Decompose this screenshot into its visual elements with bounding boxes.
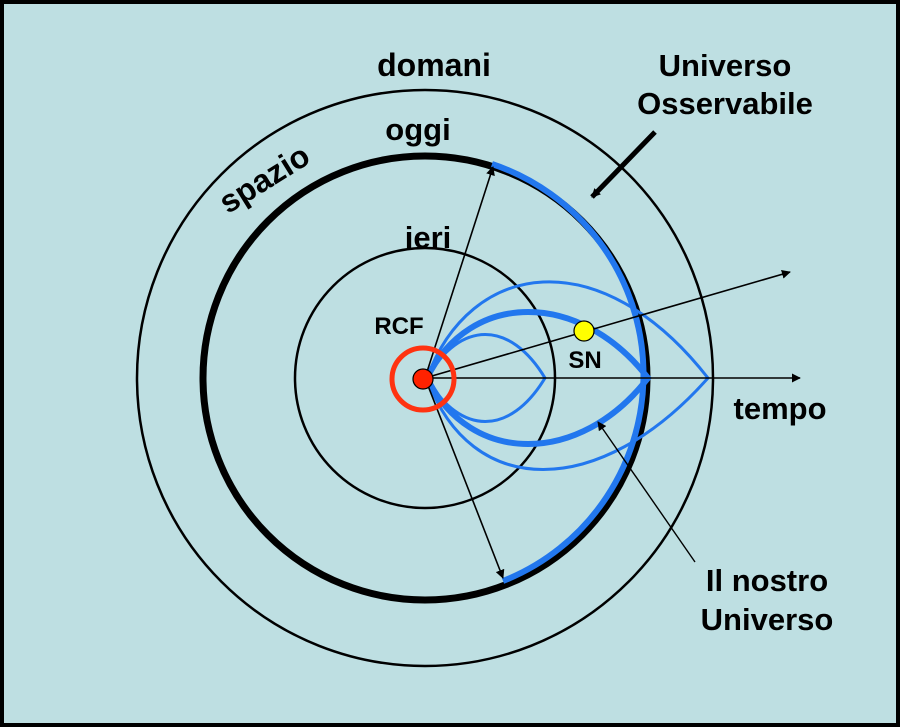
rcf-ring — [389, 345, 457, 413]
arrows — [424, 166, 801, 579]
rcf-dot — [412, 368, 434, 390]
label-our-universe-line2: Universo — [701, 602, 834, 637]
radius-arrow-up — [424, 166, 495, 379]
label-time: tempo — [734, 391, 827, 426]
label-rcf: RCF — [374, 313, 423, 340]
supernova-dot — [573, 320, 595, 342]
diagonal-arrow — [424, 269, 791, 379]
radius-arrow-down — [424, 377, 505, 579]
label-yesterday: ieri — [405, 220, 452, 255]
label-observable-line2: Osservabile — [637, 86, 813, 121]
our-universe-pointer — [597, 421, 696, 563]
label-today: oggi — [385, 112, 450, 147]
label-our-universe-line1: Il nostro — [706, 563, 828, 598]
label-observable-line1: Universo — [659, 48, 792, 83]
observable-pointer — [590, 130, 657, 199]
label-sn: SN — [568, 347, 601, 374]
label-tomorrow: domani — [377, 47, 491, 83]
